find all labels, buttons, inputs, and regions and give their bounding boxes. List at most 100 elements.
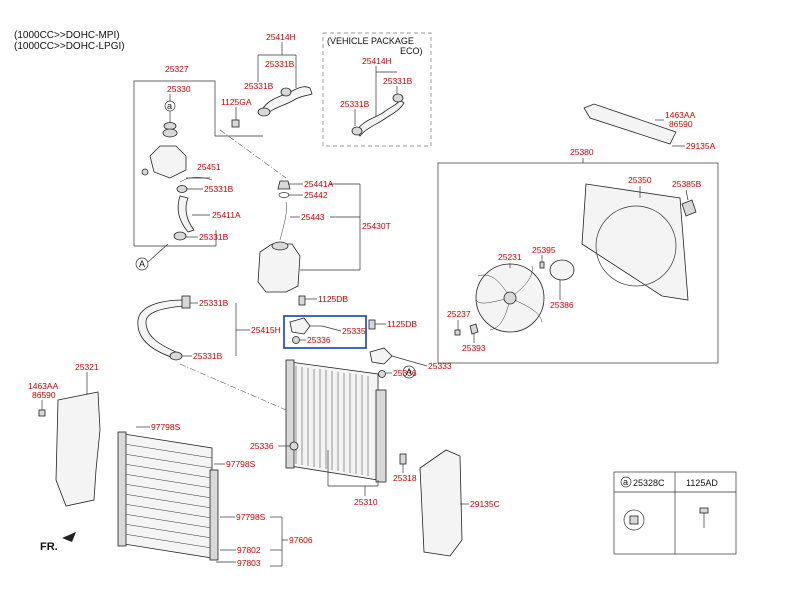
deflector-29135A [583, 103, 677, 145]
fan-motor-25386 [549, 259, 575, 281]
mount-insulator-25336-a [292, 336, 300, 344]
label-97798S-a[interactable]: 97798S [151, 422, 181, 432]
label-86590-right[interactable]: 86590 [669, 119, 693, 129]
label-97606[interactable]: 97606 [289, 535, 313, 545]
legend-marker-a [620, 476, 632, 488]
label-25331B-lower-housing[interactable]: 25331B [199, 232, 229, 242]
label-1125GA[interactable]: 1125GA [221, 97, 252, 107]
lower-housing-clamp [173, 231, 187, 241]
label-25393[interactable]: 25393 [462, 343, 486, 353]
variant-header-line-2: (1000CC>>DOHC-LPGI) [14, 41, 125, 52]
label-97802[interactable]: 97802 [237, 545, 261, 555]
label-1125DB-right[interactable]: 1125DB [387, 319, 417, 329]
condenser-receiver-drier [209, 469, 219, 561]
label-25310[interactable]: 25310 [354, 497, 378, 507]
label-29135C[interactable]: 29135C [470, 499, 500, 509]
front-arrow-icon [62, 532, 76, 542]
label-97803[interactable]: 97803 [237, 558, 261, 568]
label-25451[interactable]: 25451 [197, 162, 221, 172]
label-25443[interactable]: 25443 [301, 212, 325, 222]
legend-cap-center [629, 515, 639, 525]
label-97798S-b[interactable]: 97798S [226, 459, 256, 469]
label-29135A[interactable]: 29135A [686, 141, 716, 151]
label-25430T[interactable]: 25430T [362, 221, 391, 231]
air-guard-25321 [55, 391, 101, 507]
legend-part-25328C[interactable]: 25328C [633, 478, 665, 488]
radiator-left-tank [285, 359, 295, 469]
resistor-25385B [681, 199, 697, 217]
eco-package-box [322, 32, 432, 147]
label-25327[interactable]: 25327 [165, 64, 189, 74]
label-25336-lower[interactable]: 25336 [250, 441, 274, 451]
thermostat-cap [162, 128, 178, 138]
clip-25393 [469, 323, 479, 335]
fan-shroud-25350 [581, 183, 689, 301]
label-25321[interactable]: 25321 [75, 362, 99, 372]
fan-hub [503, 291, 517, 305]
shroud-ring [595, 205, 677, 287]
label-25237[interactable]: 25237 [447, 309, 471, 319]
upper-hose-clamp-b [280, 87, 292, 97]
eco-clamp-top-label[interactable]: 25331B [383, 76, 413, 86]
label-25442[interactable]: 25442 [304, 190, 328, 200]
ref-A-text-2: A [406, 367, 412, 377]
mount-insulator-25336-b [378, 370, 386, 378]
label-25333[interactable]: 25333 [428, 361, 452, 371]
bolt-1125GA [231, 119, 240, 128]
label-25330[interactable]: 25330 [167, 84, 191, 94]
motor-screw-25395 [539, 261, 545, 269]
label-25231[interactable]: 25231 [498, 252, 522, 262]
bracket-highlight-box[interactable] [283, 315, 367, 349]
label-25350[interactable]: 25350 [628, 175, 652, 185]
label-25385B[interactable]: 25385B [672, 179, 702, 189]
label-86590-left[interactable]: 86590 [32, 390, 56, 400]
condenser-core-fins [123, 443, 213, 549]
legend-part-1125AD[interactable]: 1125AD [686, 478, 718, 488]
housing-clamp [176, 185, 188, 193]
label-25331B-housing[interactable]: 25331B [204, 184, 234, 194]
drain-plug-25318 [399, 453, 407, 465]
label-1463AA-left[interactable]: 1463AA [28, 381, 59, 391]
ref-a-main-text: a [167, 101, 172, 111]
label-1463AA-right[interactable]: 1463AA [665, 110, 696, 120]
radiator-25310 [289, 361, 379, 481]
condenser-left-header [117, 431, 127, 547]
label-25331B-lower-hose-b[interactable]: 25331B [193, 351, 223, 361]
lower-radiator-hose-25415H [137, 299, 185, 359]
lower-hose-clamp-a [181, 295, 191, 309]
label-25395[interactable]: 25395 [532, 245, 556, 255]
ref-A-circle-2 [402, 365, 416, 379]
label-25331B-upper-a[interactable]: 25331B [265, 59, 295, 69]
eco-hose-label[interactable]: 25414H [362, 56, 392, 66]
reservoir-hose-25443 [279, 201, 287, 241]
label-25386[interactable]: 25386 [550, 300, 574, 310]
eco-clamp-bottom-label[interactable]: 25331B [340, 99, 370, 109]
thermostat-hose-25411A [177, 195, 195, 233]
label-25441A[interactable]: 25441A [304, 179, 334, 189]
label-25336-upper[interactable]: 25336 [307, 335, 331, 345]
label-25380[interactable]: 25380 [570, 147, 594, 157]
label-25415H[interactable]: 25415H [251, 325, 281, 335]
label-97798S-c[interactable]: 97798S [236, 512, 266, 522]
label-25331B-upper-b[interactable]: 25331B [244, 81, 274, 91]
label-25414H[interactable]: 25414H [266, 32, 296, 42]
bypass-pipe-25451 [179, 177, 213, 183]
legend-bolt-icon [699, 507, 709, 514]
bolt-1125DB-upper [298, 295, 306, 306]
label-25335[interactable]: 25335 [342, 326, 366, 336]
label-25318[interactable]: 25318 [393, 473, 417, 483]
coolant-reservoir-25430T [257, 243, 301, 293]
bracket-right-25333 [369, 347, 393, 365]
label-25336-right[interactable]: 25336 [393, 368, 417, 378]
front-direction-label: FR. [40, 541, 58, 553]
label-1125DB-upper[interactable]: 1125DB [318, 294, 348, 304]
label-25411A[interactable]: 25411A [212, 210, 241, 220]
label-25331B-lower-hose-a[interactable]: 25331B [199, 298, 229, 308]
thermostat-gasket [163, 122, 177, 130]
ref-A-circle-1 [135, 257, 149, 271]
thermostat-housing [149, 145, 187, 179]
legend-marker-a-text: a [623, 477, 628, 487]
eco-hose-clamp-upper [392, 93, 404, 103]
bolt-1125DB-right [368, 319, 376, 330]
reservoir-neck [271, 241, 289, 251]
